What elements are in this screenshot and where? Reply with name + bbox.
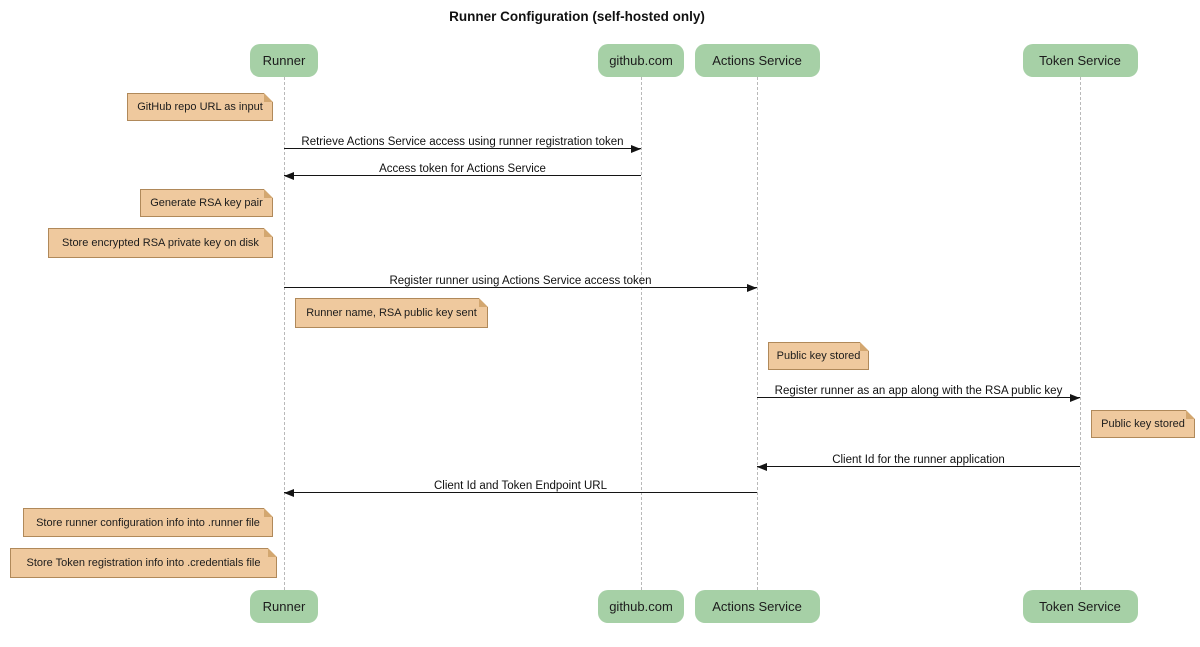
participant-label: github.com <box>609 53 673 68</box>
participant-label: Runner <box>262 599 306 614</box>
message-line <box>284 148 641 149</box>
note-label: Store Token registration info into .cred… <box>26 557 261 569</box>
participant-label: Token Service <box>1039 599 1121 614</box>
participant-actions-service-top: Actions Service <box>694 44 820 77</box>
participant-github-top: github.com <box>598 44 684 77</box>
note-label: Public key stored <box>1101 418 1185 430</box>
message-line <box>757 397 1080 398</box>
note: Store Token registration info into .cred… <box>10 548 277 578</box>
note-label: GitHub repo URL as input <box>137 101 263 113</box>
note-label: Generate RSA key pair <box>150 197 263 209</box>
message-6: Client Id and Token Endpoint URL <box>284 476 757 497</box>
participant-label: Actions Service <box>712 53 802 68</box>
participant-runner-top: Runner <box>250 44 318 77</box>
arrowhead-icon <box>631 144 641 153</box>
lifeline-runner <box>284 77 285 590</box>
message-3: Register runner using Actions Service ac… <box>284 271 757 292</box>
arrowhead-icon <box>747 283 757 292</box>
note: GitHub repo URL as input <box>127 93 273 121</box>
participant-github-bottom: github.com <box>598 590 684 623</box>
note: Generate RSA key pair <box>140 189 273 217</box>
message-4: Register runner as an app along with the… <box>757 381 1080 402</box>
diagram-title: Runner Configuration (self-hosted only) <box>449 9 705 24</box>
note: Store encrypted RSA private key on disk <box>48 228 273 258</box>
arrowhead-icon <box>757 462 767 471</box>
participant-label: github.com <box>609 599 673 614</box>
lifeline-token-service <box>1080 77 1081 590</box>
participant-label: Runner <box>262 53 306 68</box>
message-2: Access token for Actions Service <box>284 159 641 180</box>
message-label: Client Id and Token Endpoint URL <box>433 480 608 492</box>
note: Store runner configuration info into .ru… <box>23 508 273 537</box>
participant-label: Actions Service <box>712 599 802 614</box>
message-label: Access token for Actions Service <box>379 163 546 175</box>
message-line <box>757 466 1080 467</box>
participant-token-service-bottom: Token Service <box>1022 590 1138 623</box>
participant-runner-bottom: Runner <box>250 590 318 623</box>
note: Public key stored <box>1091 410 1195 438</box>
note-label: Public key stored <box>776 350 861 362</box>
message-line <box>284 287 757 288</box>
arrowhead-icon <box>1070 393 1080 402</box>
message-label: Register runner using Actions Service ac… <box>389 275 652 287</box>
participant-token-service-top: Token Service <box>1022 44 1138 77</box>
message-label: Register runner as an app along with the… <box>774 385 1063 397</box>
note: Runner name, RSA public key sent <box>295 298 488 328</box>
note-label: Store encrypted RSA private key on disk <box>62 237 259 249</box>
arrowhead-icon <box>284 171 294 180</box>
message-line <box>284 175 641 176</box>
arrowhead-icon <box>284 488 294 497</box>
message-label: Retrieve Actions Service access using ru… <box>301 136 624 148</box>
note: Public key stored <box>768 342 869 370</box>
message-line <box>284 492 757 493</box>
message-label: Client Id for the runner application <box>832 454 1005 466</box>
participant-label: Token Service <box>1039 53 1121 68</box>
lifeline-github <box>641 77 642 590</box>
note-label: Runner name, RSA public key sent <box>306 307 477 319</box>
lifeline-actions-service <box>757 77 758 590</box>
message-1: Retrieve Actions Service access using ru… <box>284 132 641 153</box>
message-5: Client Id for the runner application <box>757 450 1080 471</box>
note-label: Store runner configuration info into .ru… <box>36 516 260 529</box>
participant-actions-service-bottom: Actions Service <box>694 590 820 623</box>
